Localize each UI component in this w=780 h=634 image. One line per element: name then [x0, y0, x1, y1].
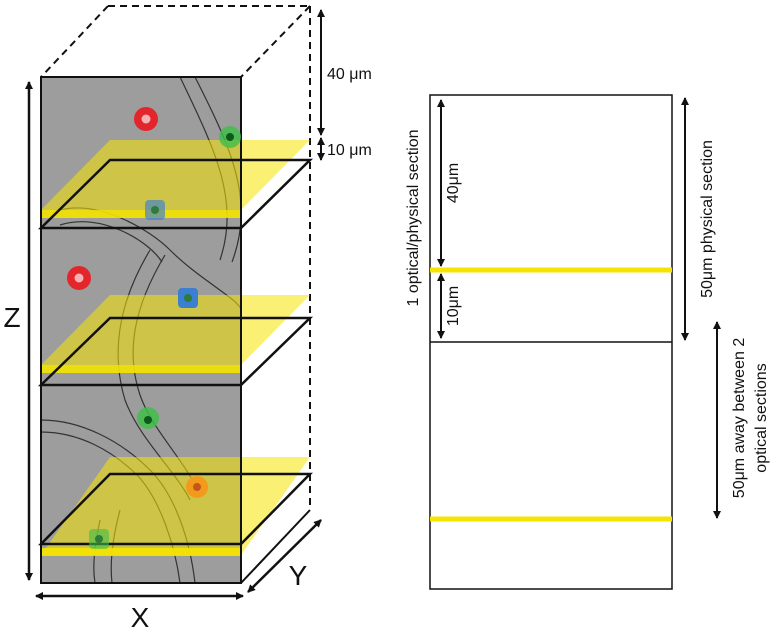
y-axis-label: Y [289, 560, 308, 591]
cell-orange-1 [186, 476, 208, 498]
gap-dimension-label: 40 μm [327, 66, 372, 83]
cell-red-2 [67, 266, 91, 290]
inner-10um-label: 10μm [445, 286, 462, 326]
block-edges [40, 76, 242, 584]
tissue-block [37, 5, 314, 584]
cell-red-1 [134, 107, 158, 131]
cell-green-3 [89, 529, 109, 549]
section-dimension-label: 10 μm [327, 142, 372, 159]
z-axis-label: Z [3, 302, 20, 333]
between-sections-label-2: optical sections [753, 363, 770, 472]
section-column: 40μm 10μm 1 optical/physical section 50μ… [405, 94, 770, 590]
cell-blue-1 [145, 200, 165, 220]
cell-green-2 [137, 407, 159, 429]
one-section-label: 1 optical/physical section [405, 130, 422, 307]
x-axis-label: X [131, 602, 150, 633]
cell-blue-2 [178, 288, 198, 308]
inner-40um-label: 40μm [445, 163, 462, 203]
physical-section-label: 50μm physical section [699, 140, 716, 298]
y-axis-arrow [247, 519, 322, 593]
between-sections-label-1: 50μm away between 2 [731, 338, 748, 499]
cell-green-1 [219, 126, 241, 148]
